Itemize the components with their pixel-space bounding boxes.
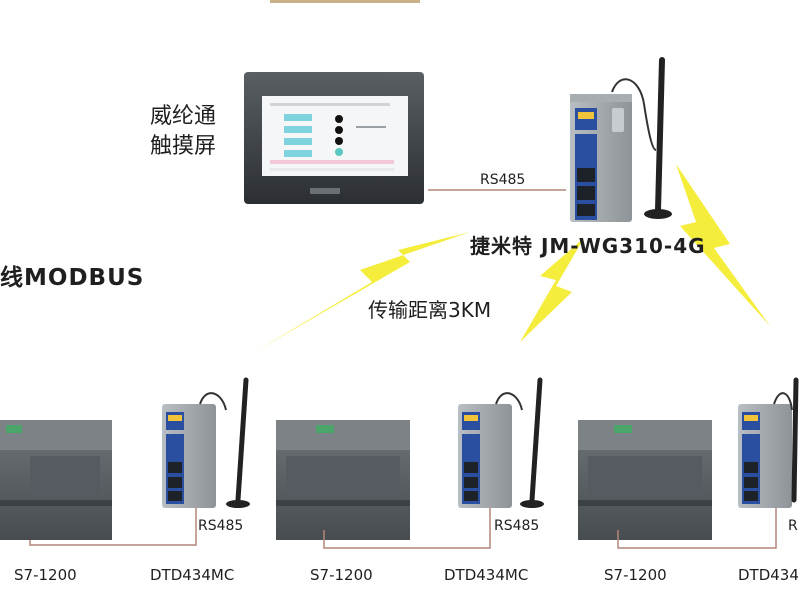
- radio-module-1: [162, 404, 216, 508]
- lightning-bolt-right: [676, 164, 770, 326]
- plc-device-3: [578, 420, 712, 540]
- gateway-device: [570, 94, 632, 222]
- radio-antenna-3: [773, 377, 799, 503]
- gateway-antenna: [611, 57, 672, 219]
- lightning-bolt-center: [520, 238, 584, 342]
- rs485-wire-station-3: [617, 508, 777, 549]
- plc-device-1: [0, 420, 112, 540]
- rs485-wire-station-1: [29, 508, 197, 546]
- distance-label: 传输距离3KM: [368, 298, 492, 322]
- station-2-link-label: RS485: [494, 518, 540, 534]
- station-2-plc-label: S7-1200: [310, 566, 373, 584]
- top-accent-bar: [270, 0, 420, 3]
- radio-antenna-1: [199, 377, 250, 508]
- hmi-touchscreen: [244, 72, 424, 204]
- gateway-link-label: RS485: [480, 172, 526, 188]
- station-2-module-label: DTD434MC: [444, 566, 529, 584]
- hmi-name-line1: 威纶通: [150, 104, 217, 129]
- gateway-name: 捷米特 JM-WG310-4G: [470, 234, 706, 258]
- radio-module-2: [458, 404, 512, 508]
- radio-module-3: [738, 404, 792, 508]
- radio-antenna-2: [495, 377, 544, 508]
- plc-device-2: [276, 420, 410, 540]
- station-1-module-label: DTD434MC: [150, 566, 235, 584]
- station-3-module-label: DTD434: [738, 566, 799, 584]
- network-left-title: 线MODBUS: [0, 265, 145, 291]
- station-3-plc-label: S7-1200: [604, 566, 667, 584]
- station-1-plc-label: S7-1200: [14, 566, 77, 584]
- lightning-bolt-left: [258, 232, 470, 350]
- station-1-link-label: RS485: [198, 518, 244, 534]
- station-3-link-label: R: [788, 518, 798, 534]
- rs485-wire-station-2: [323, 508, 491, 549]
- hmi-name-line2: 触摸屏: [150, 134, 217, 159]
